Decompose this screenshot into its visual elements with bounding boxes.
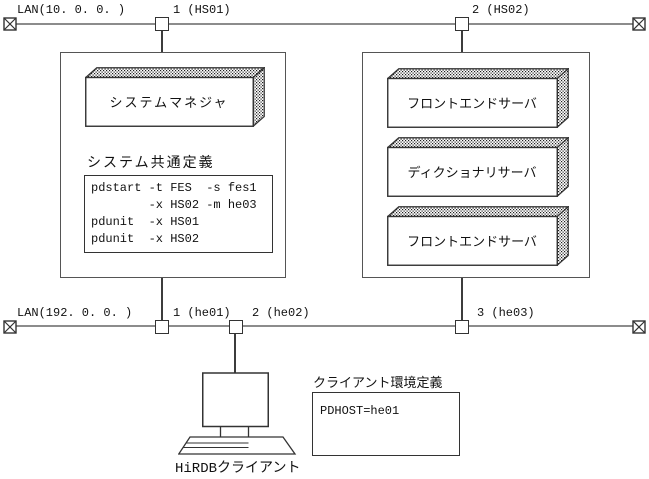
lan-terminator-icon xyxy=(632,320,646,334)
lan-bottom-label: LAN(192. 0. 0. ) xyxy=(17,306,133,320)
lan-terminator-icon xyxy=(3,17,17,31)
client-monitor xyxy=(202,372,269,428)
server-box-dictionary: ディクショナリサーバ xyxy=(386,136,570,198)
client-keyboard xyxy=(178,436,297,455)
connector-unit-hs01-to-he01 xyxy=(161,277,163,320)
client-env-definition-title: クライアント環境定義 xyxy=(313,376,443,391)
system-common-definition-title: システム共通定義 xyxy=(87,156,215,172)
node-label-hs01: 1 (HS01) xyxy=(173,3,231,17)
node-label-he02: 2 (he02) xyxy=(252,306,310,320)
connector-hs02-to-unit xyxy=(461,31,463,52)
lan-bottom-line xyxy=(8,325,641,327)
hirdb-client-label: HiRDBクライアント xyxy=(175,461,301,477)
server-box-3d-shape xyxy=(386,136,570,198)
client-env-definition-box: PDHOST=he01 xyxy=(312,392,460,456)
network-node-he03 xyxy=(455,320,469,334)
server-box-3d-shape xyxy=(84,66,266,128)
client-env-definition-code: PDHOST=he01 xyxy=(320,404,400,418)
server-box-system-manager: システムマネジャ xyxy=(84,66,266,128)
network-node-hs02 xyxy=(455,17,469,31)
network-node-he01 xyxy=(155,320,169,334)
server-box-front-end-2: フロントエンドサーバ xyxy=(386,205,570,267)
node-label-he01: 1 (he01) xyxy=(173,306,231,320)
network-node-he02 xyxy=(229,320,243,334)
lan-terminator-icon xyxy=(3,320,17,334)
server-label-front-end-2: フロントエンドサーバ xyxy=(407,235,537,250)
server-box-front-end-1: フロントエンドサーバ xyxy=(386,67,570,129)
hirdb-client-icon xyxy=(178,372,297,455)
system-common-definition-box: pdstart -t FES -s fes1 -x HS02 -m he03 p… xyxy=(84,175,273,253)
server-label-system-manager: システムマネジャ xyxy=(109,96,229,111)
server-label-front-end-1: フロントエンドサーバ xyxy=(407,97,537,112)
lan-top-label: LAN(10. 0. 0. ) xyxy=(17,3,126,17)
connector-he02-to-client xyxy=(234,333,236,373)
lan-top-line xyxy=(8,23,641,25)
node-label-he03: 3 (he03) xyxy=(477,306,535,320)
unit-box-hs02 xyxy=(362,52,590,278)
server-box-3d-shape xyxy=(386,67,570,129)
node-label-hs02: 2 (HS02) xyxy=(472,3,530,17)
connector-unit-hs02-to-he03 xyxy=(461,277,463,320)
network-node-hs01 xyxy=(155,17,169,31)
system-common-definition-code: pdstart -t FES -s fes1 -x HS02 -m he03 p… xyxy=(91,181,257,246)
server-box-3d-shape xyxy=(386,205,570,267)
unit-box-hs01 xyxy=(60,52,286,278)
connector-hs01-to-unit xyxy=(161,31,163,52)
lan-terminator-icon xyxy=(632,17,646,31)
server-label-dictionary: ディクショナリサーバ xyxy=(407,166,537,181)
